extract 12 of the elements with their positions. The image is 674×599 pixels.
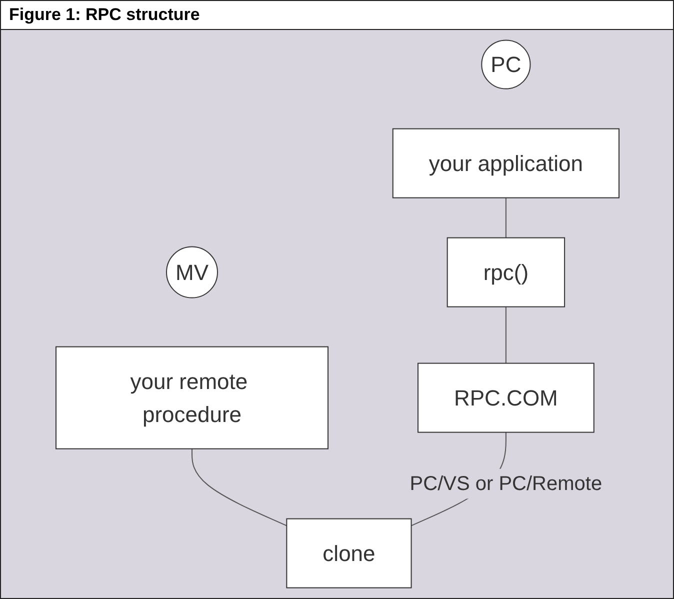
node-box: rpc() [446, 237, 565, 308]
node-circle: MV [166, 246, 218, 298]
figure-title: Figure 1: RPC structure [1, 1, 673, 30]
node-box: RPC.COM [417, 362, 594, 433]
connector [504, 197, 506, 238]
connector [191, 448, 287, 526]
edge-label: PC/VS or PC/Remote [409, 472, 602, 495]
node-circle: PC [480, 40, 530, 90]
node-box: your application [392, 128, 619, 198]
node-box: clone [286, 518, 412, 588]
connector [504, 306, 506, 364]
node-box: your remote procedure [55, 346, 328, 450]
